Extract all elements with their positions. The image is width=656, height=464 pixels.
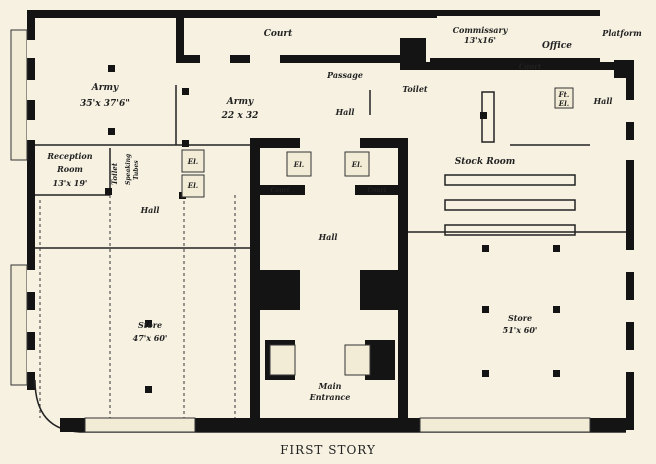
label-el-1: El. bbox=[187, 157, 198, 166]
label-reception-room: Room bbox=[56, 164, 83, 174]
label-main-entrance-2: Entrance bbox=[309, 392, 351, 402]
label-hall-left: Hall bbox=[140, 205, 160, 215]
exterior-walls bbox=[10, 10, 634, 433]
label-speaking-tubes-1: Speaking bbox=[125, 154, 132, 185]
label-store-right: Store bbox=[508, 313, 532, 323]
label-store-right-size: 51'x 60' bbox=[503, 325, 538, 335]
label-speaking-tubes-2: Tubes bbox=[133, 160, 140, 180]
label-reception: Reception bbox=[46, 151, 92, 161]
room-labels: Court Commissary 13'x16' Office Platform… bbox=[46, 25, 641, 402]
label-el-4: El. bbox=[351, 160, 362, 169]
label-army-small-size: 22 x 32 bbox=[221, 111, 259, 121]
label-court-small: Court bbox=[519, 62, 542, 71]
label-store-left: Store bbox=[138, 320, 162, 330]
label-court-light-left: Court bbox=[270, 187, 289, 194]
label-main-entrance-1: Main bbox=[318, 381, 342, 391]
label-freight-el-2: El. bbox=[558, 99, 569, 108]
label-platform: Platform bbox=[601, 28, 641, 38]
label-hall-right: Hall bbox=[593, 96, 613, 106]
label-freight-el-1: Ft. bbox=[558, 90, 570, 99]
label-hall-upper: Hall bbox=[335, 107, 355, 117]
label-reception-size: 13'x 19' bbox=[53, 178, 88, 188]
plan-title: FIRST STORY bbox=[280, 443, 376, 457]
label-court-top: Court bbox=[264, 29, 293, 39]
label-commissary: Commissary bbox=[453, 25, 509, 35]
label-toilet-upper: Toilet bbox=[402, 84, 428, 94]
label-toilet-left: Toilet bbox=[110, 162, 119, 185]
label-store-left-size: 47'x 60' bbox=[133, 333, 168, 343]
label-army-small: Army bbox=[226, 97, 254, 107]
label-stock-room: Stock Room bbox=[455, 157, 516, 167]
label-office: Office bbox=[542, 41, 572, 51]
label-army-large: Army bbox=[91, 83, 119, 93]
label-el-3: El. bbox=[293, 160, 304, 169]
label-commissary-size: 13'x16' bbox=[464, 35, 496, 45]
label-passage: Passage bbox=[326, 70, 363, 80]
label-court-light-right: Court bbox=[367, 187, 386, 194]
label-el-2: El. bbox=[187, 181, 198, 190]
label-army-large-size: 35'x 37'6" bbox=[80, 99, 130, 109]
label-hall-center: Hall bbox=[318, 232, 338, 242]
